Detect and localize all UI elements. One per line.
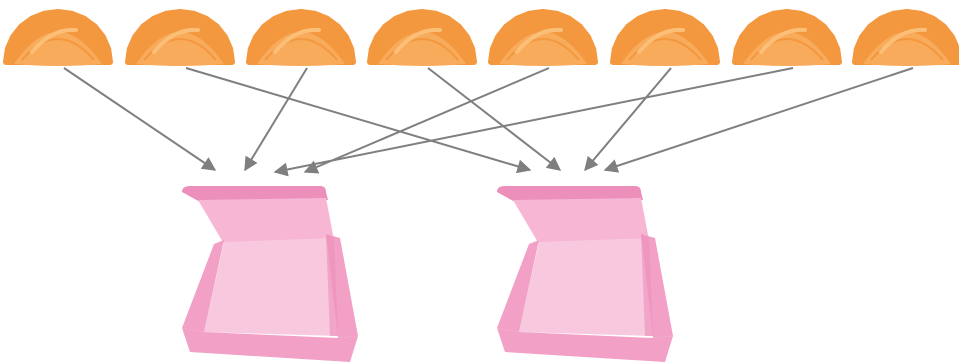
arrow-dumpling-1-to-box-1 — [63, 67, 217, 171]
box-lid-rim — [182, 186, 328, 202]
arrow-dumpling-4-to-box-2 — [427, 67, 562, 171]
dumpling-body — [257, 32, 345, 66]
dumplings-layer — [3, 9, 959, 66]
takeout-box-icon — [497, 186, 673, 362]
dumpling-fold — [870, 38, 944, 61]
dumpling-highlight — [879, 27, 927, 54]
box-left-wall — [182, 240, 224, 332]
dumpling-highlight — [637, 27, 685, 54]
arrow-dumpling-8-to-box-2 — [603, 67, 914, 173]
dumpling-fold — [506, 38, 580, 61]
box-front-wall — [497, 328, 673, 362]
box-inner — [204, 238, 338, 336]
dumpling-highlight — [515, 27, 563, 54]
dumpling-icon — [125, 9, 235, 66]
dumpling-icon — [367, 9, 477, 66]
box-left-wall — [497, 240, 539, 332]
dumpling-icon — [3, 9, 113, 66]
dumpling-icon — [488, 9, 598, 66]
dumpling-body — [14, 32, 102, 66]
dumpling-fold — [628, 38, 702, 61]
box-front-wall — [182, 328, 358, 362]
dumpling-body — [378, 32, 466, 66]
dumpling-body — [863, 32, 951, 66]
box-lid-rim — [497, 186, 643, 202]
dumpling-highlight — [759, 27, 807, 54]
arrows-layer — [63, 67, 914, 177]
dumpling-highlight — [394, 27, 442, 54]
dumpling-fold — [750, 38, 824, 61]
dumpling-body — [499, 32, 587, 66]
boxes-layer — [182, 186, 673, 362]
dumpling-fold — [143, 38, 217, 61]
dumpling-highlight — [152, 27, 200, 54]
box-corner-shade — [641, 234, 653, 336]
dumpling-icon — [246, 9, 356, 66]
arrow-dumpling-6-to-box-2 — [584, 67, 672, 172]
arrow-dumpling-3-to-box-1 — [244, 67, 308, 172]
dumpling-fold — [264, 38, 338, 61]
box-inner — [519, 238, 653, 336]
arrow-dumpling-2-to-box-2 — [185, 67, 532, 174]
dumpling-fold — [385, 38, 459, 61]
arrow-dumpling-5-to-box-1 — [303, 67, 550, 174]
dumpling-icon — [610, 9, 720, 66]
box-lid — [198, 198, 334, 244]
dumpling-highlight — [273, 27, 321, 54]
arrow-dumpling-7-to-box-1 — [273, 67, 794, 177]
dumpling-body — [136, 32, 224, 66]
takeout-box-icon — [182, 186, 358, 362]
dumpling-body — [621, 32, 709, 66]
dumpling-icon — [732, 9, 842, 66]
dumpling-icon — [852, 9, 959, 66]
box-corner-shade — [326, 234, 338, 336]
dumpling-highlight — [30, 27, 78, 54]
dumpling-fold — [21, 38, 95, 61]
box-lid — [513, 198, 649, 244]
dumpling-body — [743, 32, 831, 66]
